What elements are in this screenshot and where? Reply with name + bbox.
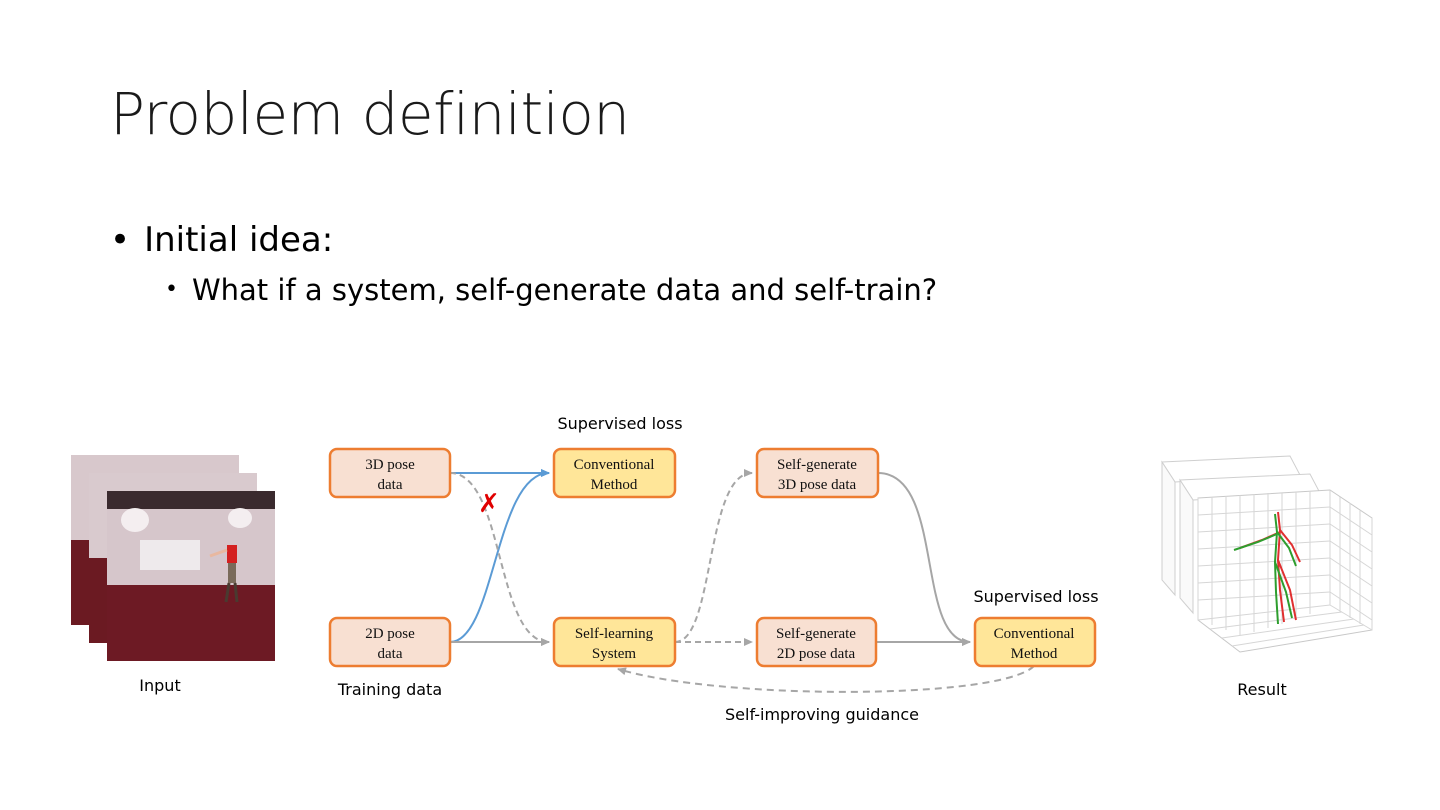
- svg-text:Conventional: Conventional: [574, 457, 655, 473]
- bullet-level-2: • What if a system, self-generate data an…: [165, 273, 937, 307]
- input-image-stack: [71, 455, 275, 661]
- bullet-2-text: What if a system, self-generate data and…: [191, 273, 938, 307]
- arrow-selfgen3d-to-conventional-right: [877, 472, 971, 646]
- input-frame-front: [107, 491, 275, 661]
- label-supervised-loss-right: Supervised loss: [973, 587, 1098, 606]
- svg-text:data: data: [378, 477, 403, 493]
- svg-text:Self-generate: Self-generate: [777, 457, 857, 473]
- arrow-3d-to-self-learning: [449, 472, 550, 646]
- svg-text:Self-learning: Self-learning: [575, 626, 654, 642]
- svg-text:2D pose: 2D pose: [365, 626, 415, 642]
- result-plot-front: [1197, 489, 1373, 653]
- bullet-dot: •: [110, 220, 131, 260]
- svg-text:Method: Method: [1011, 646, 1058, 662]
- svg-text:2D pose data: 2D pose data: [777, 646, 856, 662]
- svg-text:data: data: [378, 646, 403, 662]
- box-conventional-method-top: Conventional Method: [552, 447, 677, 499]
- label-supervised-loss-top: Supervised loss: [557, 414, 682, 433]
- cross-mark: ✗: [478, 489, 500, 519]
- skeleton-prediction: [1233, 513, 1297, 625]
- result-plot-stack: [1161, 455, 1373, 653]
- svg-text:Conventional: Conventional: [994, 626, 1075, 642]
- box-conventional-method-right: Conventional Method: [973, 616, 1097, 668]
- box-self-generate-2d: Self-generate 2D pose data: [755, 616, 878, 668]
- bullet-dot: •: [165, 277, 178, 302]
- box-self-generate-3d: Self-generate 3D pose data: [755, 447, 880, 499]
- result-plot-back: [1161, 455, 1301, 597]
- arrow-self-learning-to-selfgen3d: [674, 469, 753, 643]
- arrow-2d-to-conventional: [449, 469, 550, 643]
- label-input: Input: [139, 676, 180, 695]
- label-training-data: Training data: [337, 680, 442, 699]
- box-3d-pose-data: 3D pose data: [328, 447, 452, 499]
- svg-text:System: System: [592, 646, 637, 662]
- label-result: Result: [1237, 680, 1286, 699]
- bullet-level-1: • Initial idea:: [110, 220, 333, 260]
- person-figure: [227, 545, 237, 563]
- slide-title: Problem definition: [110, 80, 630, 148]
- svg-text:Method: Method: [591, 477, 638, 493]
- box-self-learning-system: Self-learning System: [552, 616, 677, 668]
- label-self-improving-guidance: Self-improving guidance: [725, 705, 919, 724]
- box-2d-pose-data: 2D pose data: [328, 616, 452, 668]
- svg-text:Self-generate: Self-generate: [776, 626, 856, 642]
- arrow-self-improving-guidance: [617, 665, 1035, 693]
- bullet-1-text: Initial idea:: [144, 220, 334, 260]
- svg-text:3D pose data: 3D pose data: [778, 477, 857, 493]
- svg-text:3D pose: 3D pose: [365, 457, 415, 473]
